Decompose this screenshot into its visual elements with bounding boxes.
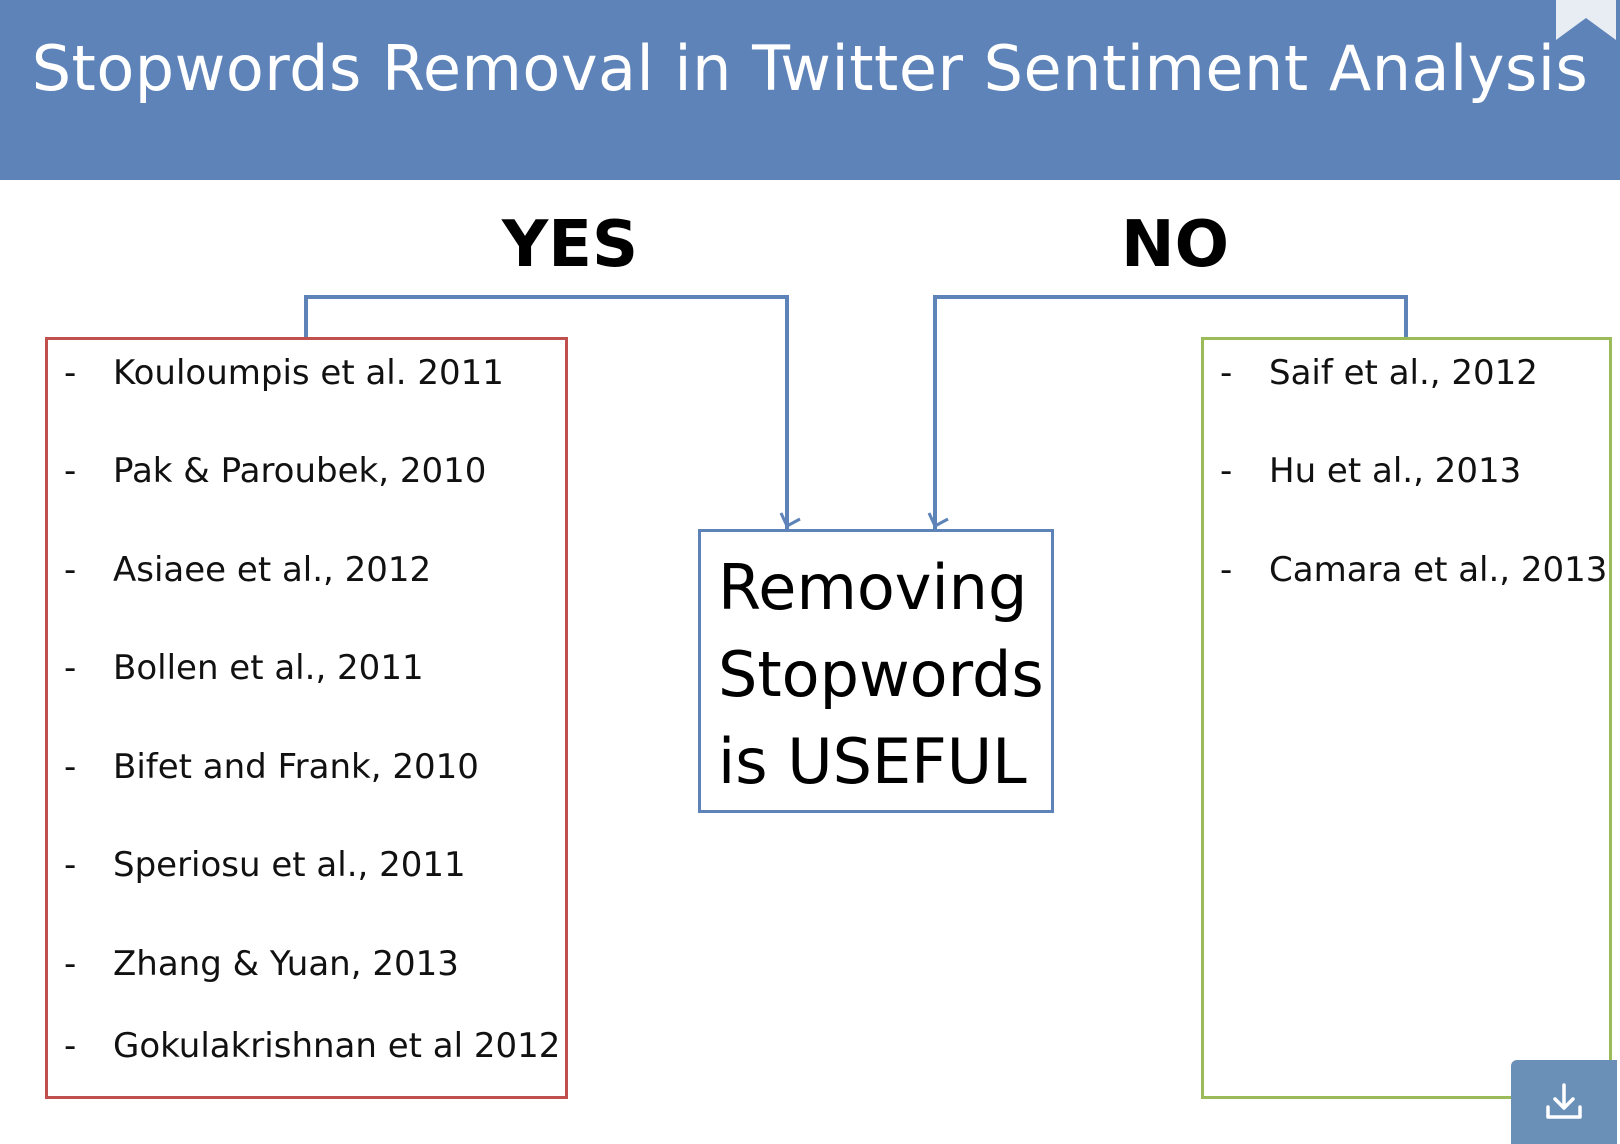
conclusion-text: Removing Stopwords is USEFUL [718, 551, 1044, 798]
list-item: -Speriosu et al., 2011 [48, 840, 565, 890]
yes-heading: YES [501, 208, 639, 282]
download-button[interactable] [1511, 1060, 1617, 1144]
title-bar: Stopwords Removal in Twitter Sentiment A… [0, 0, 1620, 180]
bullet-dash: - [64, 747, 77, 787]
reference-text: Zhang & Yuan, 2013 [113, 944, 459, 984]
list-item: -Gokulakrishnan et al 2012 [48, 1021, 565, 1071]
no-arrowhead [927, 512, 949, 529]
list-item: -Camara et al., 2013 [1204, 545, 1609, 595]
list-item: -Bifet and Frank, 2010 [48, 742, 565, 792]
yes-list-box: -Kouloumpis et al. 2011 -Pak & Paroubek,… [45, 337, 568, 1099]
slide-title: Stopwords Removal in Twitter Sentiment A… [31, 32, 1589, 105]
list-item: -Kouloumpis et al. 2011 [48, 348, 565, 398]
bullet-dash: - [64, 451, 77, 491]
list-item: -Pak & Paroubek, 2010 [48, 446, 565, 496]
reference-text: Gokulakrishnan et al 2012 [113, 1026, 561, 1066]
list-item: -Hu et al., 2013 [1204, 446, 1609, 496]
list-item: -Zhang & Yuan, 2013 [48, 939, 565, 989]
list-item: -Asiaee et al., 2012 [48, 545, 565, 595]
reference-text: Hu et al., 2013 [1269, 451, 1522, 491]
bullet-dash: - [64, 1026, 77, 1066]
bullet-dash: - [64, 353, 77, 393]
bullet-dash: - [64, 944, 77, 984]
reference-text: Bifet and Frank, 2010 [113, 747, 479, 787]
bullet-dash: - [1220, 550, 1233, 590]
yes-arrowhead [779, 512, 801, 529]
bullet-dash: - [64, 845, 77, 885]
no-heading: NO [1121, 208, 1229, 282]
reference-text: Camara et al., 2013 [1269, 550, 1608, 590]
conclusion-box: Removing Stopwords is USEFUL [698, 529, 1054, 813]
download-icon [1546, 1083, 1582, 1119]
reference-text: Saif et al., 2012 [1269, 353, 1538, 393]
bullet-dash: - [1220, 353, 1233, 393]
list-item: -Saif et al., 2012 [1204, 348, 1609, 398]
no-list-box: -Saif et al., 2012 -Hu et al., 2013 -Cam… [1201, 337, 1612, 1099]
bullet-dash: - [64, 648, 77, 688]
reference-text: Bollen et al., 2011 [113, 648, 424, 688]
reference-text: Asiaee et al., 2012 [113, 550, 432, 590]
bullet-dash: - [64, 550, 77, 590]
bookmark-icon[interactable] [1556, 0, 1616, 40]
reference-text: Kouloumpis et al. 2011 [113, 353, 504, 393]
list-item: -Bollen et al., 2011 [48, 643, 565, 693]
bullet-dash: - [1220, 451, 1233, 491]
reference-text: Speriosu et al., 2011 [113, 845, 466, 885]
reference-text: Pak & Paroubek, 2010 [113, 451, 487, 491]
